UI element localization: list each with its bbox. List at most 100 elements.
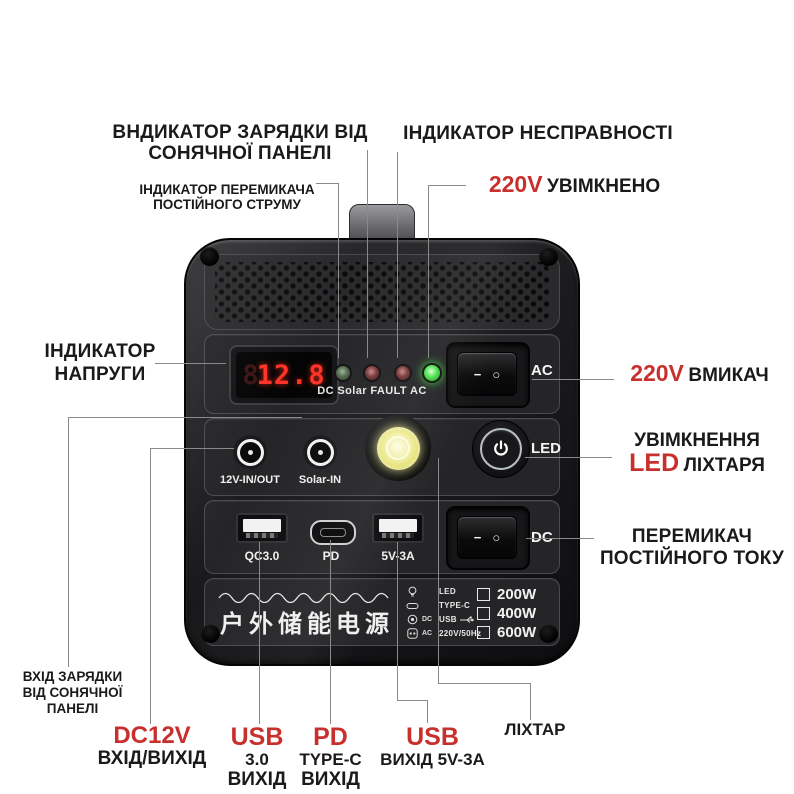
status-led-labels: DC Solar FAULT AC xyxy=(317,385,427,397)
rocker-circle-symbol: ○ xyxy=(492,366,501,382)
callout-line: НАПРУГИ xyxy=(54,363,146,385)
power-options: 200W 400W 600W xyxy=(477,586,537,641)
callout-dc-switch: ПЕРЕМИКАЧ ПОСТІЙНОГО ТОКУ xyxy=(592,526,792,571)
dc-rocker-switch[interactable]: − ○ xyxy=(457,516,517,559)
corner-screw xyxy=(539,247,558,266)
callout-line: ВМИКАЧ xyxy=(688,365,769,386)
callout-line: УВІМКНЕНО xyxy=(547,176,661,197)
callout-highlight: 220V xyxy=(630,360,684,386)
bulb-icon xyxy=(406,586,419,598)
ac-switch-label: AC xyxy=(531,362,553,379)
callout-highlight: PD xyxy=(313,723,348,751)
leader-line xyxy=(150,448,151,724)
callout-ac-switch: 220V ВМИКАЧ xyxy=(612,360,787,387)
ac-status-led xyxy=(422,363,442,383)
branding-section: 户外储能电源 LED TYPE-C xyxy=(204,578,560,646)
rocker-dash-symbol: − xyxy=(473,366,482,382)
spec-label: 220V/50Hz xyxy=(439,629,482,638)
speaker-grille xyxy=(204,254,560,330)
solar-status-led xyxy=(363,364,381,382)
usb-tongue xyxy=(379,519,417,538)
callout-line: ПОСТІЙНОГО СТРУМУ xyxy=(153,197,301,213)
dc12v-port[interactable] xyxy=(233,435,267,469)
typec-slot xyxy=(320,528,346,537)
callout-line: ІНДИКАТОР xyxy=(44,341,156,362)
callout-line: ПАНЕЛІ xyxy=(46,700,99,716)
callout-dc12v-io: DC12V ВХІД/ВИХІД xyxy=(88,722,216,770)
display-value: 12.8 xyxy=(256,359,326,391)
callout-highlight: LED xyxy=(629,449,680,478)
callout-highlight: USB xyxy=(406,723,459,751)
brand-name: 户外储能电源 xyxy=(220,609,394,638)
callout-line: 3.0 xyxy=(245,750,269,769)
callout-line: ВХІД/ВИХІД xyxy=(97,748,207,769)
checkbox-icon xyxy=(477,607,490,620)
dc12v-port-label: 12V-IN/OUT xyxy=(220,474,280,486)
leader-line xyxy=(397,542,398,700)
callout-voltage-indicator: ІНДИКАТОР НАПРУГИ xyxy=(35,341,165,387)
leader-line xyxy=(338,183,339,358)
power-station-body: 8 12.8 DC Solar FAULT AC − ○ AC xyxy=(184,238,580,666)
leader-line xyxy=(438,683,531,684)
leader-line xyxy=(68,417,302,418)
checkbox-icon xyxy=(477,588,490,601)
leader-line xyxy=(155,363,226,364)
callout-dc-switch-indicator: ІНДИКАТОР ПЕРЕМИКАЧА ПОСТІЙНОГО СТРУМУ xyxy=(118,182,336,212)
leader-line xyxy=(150,448,234,449)
solar-in-port-label: Solar-IN xyxy=(298,474,342,486)
port-pin xyxy=(317,449,323,455)
display-ghost-digit: 8 xyxy=(242,359,260,391)
spec-row: AC 220V/50Hz xyxy=(406,627,481,640)
power-option-row: 600W xyxy=(477,624,536,641)
spec-label: USB xyxy=(439,615,457,624)
callout-flashlight: ЛІХТАР xyxy=(495,720,575,739)
callout-line: ЛІХТАР xyxy=(504,720,566,739)
leader-line xyxy=(438,458,439,684)
led-button-ring xyxy=(480,428,522,470)
ac-socket-icon xyxy=(406,628,419,639)
corner-screw xyxy=(201,624,220,643)
callout-usb30-out: USB 3.0 ВИХІД xyxy=(222,725,292,791)
callout-line: ВИХІД xyxy=(227,769,287,791)
leader-line xyxy=(526,538,594,539)
led-power-button[interactable] xyxy=(472,420,530,478)
callout-line: ВІД СОНЯЧНОЇ xyxy=(22,684,123,700)
typec-icon xyxy=(406,602,419,610)
callout-pd-out: PD TYPE-C ВИХІД xyxy=(288,723,373,791)
dc-plug-icon xyxy=(406,614,419,625)
leader-line xyxy=(330,540,331,724)
usb-qc3-port[interactable] xyxy=(236,513,288,543)
callout-line: ПЕРЕМИКАЧ xyxy=(631,526,753,547)
leader-line xyxy=(427,700,428,723)
usb-trident-icon xyxy=(459,616,474,623)
callout-solar-charge-input: ВХІД ЗАРЯДКИ ВІД СОНЯЧНОЇ ПАНЕЛІ xyxy=(15,669,130,717)
ac-rocker-switch[interactable]: − ○ xyxy=(457,352,517,396)
typec-pd-port[interactable] xyxy=(310,520,356,545)
usb-5v3a-label: 5V-3A xyxy=(368,549,428,563)
leader-line xyxy=(259,542,260,724)
corner-screw xyxy=(539,624,558,643)
typec-pd-label: PD xyxy=(311,549,351,563)
callout-line: ЛІХТАРЯ xyxy=(683,455,765,477)
leader-line xyxy=(428,185,429,358)
spec-row: LED xyxy=(406,585,481,598)
callout-line: ВИХІД 5V-3A xyxy=(380,750,485,769)
dc-status-led xyxy=(334,364,352,382)
checkbox-icon xyxy=(477,626,490,639)
usb-5v3a-port[interactable] xyxy=(372,513,424,543)
callout-line: СОНЯЧНОЇ ПАНЕЛІ xyxy=(148,143,332,165)
spec-icon-label: DC xyxy=(422,616,433,623)
callout-ac-on: 220V УВІМКНЕНО xyxy=(462,171,687,198)
spec-label: TYPE-C xyxy=(439,601,471,610)
solar-in-port[interactable] xyxy=(303,435,337,469)
leader-line xyxy=(525,457,612,458)
display-section: 8 12.8 DC Solar FAULT AC − ○ AC xyxy=(204,334,560,414)
power-option-row: 400W xyxy=(477,605,537,622)
callout-highlight: DC12V xyxy=(113,722,191,749)
leader-line xyxy=(530,683,531,720)
flashlight-reflector xyxy=(386,436,410,460)
spec-list: LED TYPE-C DC USB xyxy=(406,585,481,640)
power-value: 400W xyxy=(497,605,537,622)
led-button-label: LED xyxy=(531,440,561,457)
callout-line: УВІМКНЕННЯ xyxy=(634,430,760,451)
